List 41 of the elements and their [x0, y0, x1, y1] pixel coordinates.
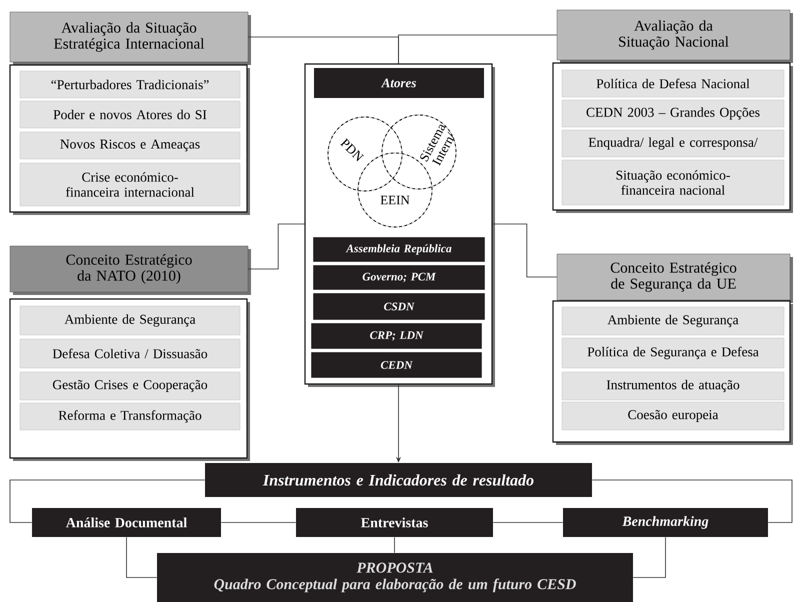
connector	[632, 536, 666, 578]
heading-box: Avaliação da Situação Estratégica Internacional	[10, 12, 251, 65]
method-box: Entrevistas	[296, 508, 493, 537]
item-box: Novos Riscos e Ameaças	[20, 132, 240, 160]
connector	[126, 536, 158, 578]
connector	[10, 480, 206, 523]
connector	[398, 34, 558, 64]
item-box: Instrumentos de atuação	[562, 372, 784, 400]
heading-box: Conceito Estratégico da NATO (2010)	[10, 246, 251, 295]
connector	[592, 480, 792, 523]
item-box: Gestão Crises e Cooperação	[20, 372, 240, 400]
item-box: Ambiente de Segurança	[20, 306, 240, 336]
actor-bar: CSDN	[312, 292, 486, 320]
item-box: “Perturbadores Tradicionais”	[20, 70, 240, 98]
method-box: Análise Documental	[32, 508, 221, 537]
connector	[492, 224, 558, 278]
title-bar: Atores	[314, 68, 484, 98]
item-box: Poder e novos Atores do SI	[20, 100, 240, 128]
item-box: Reforma e Transformação	[20, 402, 240, 430]
item-box: CEDN 2003 – Grandes Opções	[562, 100, 784, 128]
item-box: Coesão europeia	[562, 402, 784, 430]
result-bar: Instrumentos e Indicadores de resultado	[205, 463, 592, 497]
actor-bar: CRP; LDN	[310, 322, 482, 350]
proposal-box: PROPOSTA Quadro Conceptual para elaboração de um futuro CESD	[157, 553, 633, 602]
item-box: Defesa Coletiva / Dissuasão	[20, 338, 240, 368]
connector	[492, 522, 564, 523]
item-box: Crise económico-financeira internacional	[20, 162, 240, 206]
connector	[248, 224, 305, 270]
heading-box: Avaliação da Situação Nacional	[556, 10, 793, 63]
connector	[394, 536, 395, 554]
actor-bar: CEDN	[310, 352, 482, 378]
actor-bar: Assembleia República	[312, 236, 486, 262]
actor-bar: Governo; PCM	[312, 264, 486, 290]
method-box: Benchmarking	[563, 508, 768, 537]
item-box: Enquadra/ legal e corresponsa/	[562, 130, 784, 158]
connector	[220, 522, 296, 523]
heading-box: Conceito Estratégico de Segurança da UE	[556, 254, 793, 303]
item-box: Situação económico-financeira nacional	[562, 160, 784, 206]
item-box: Ambiente de Segurança	[562, 306, 784, 336]
item-box: Política de Defesa Nacional	[562, 70, 784, 98]
item-box: Política de Segurança e Defesa	[562, 338, 784, 368]
